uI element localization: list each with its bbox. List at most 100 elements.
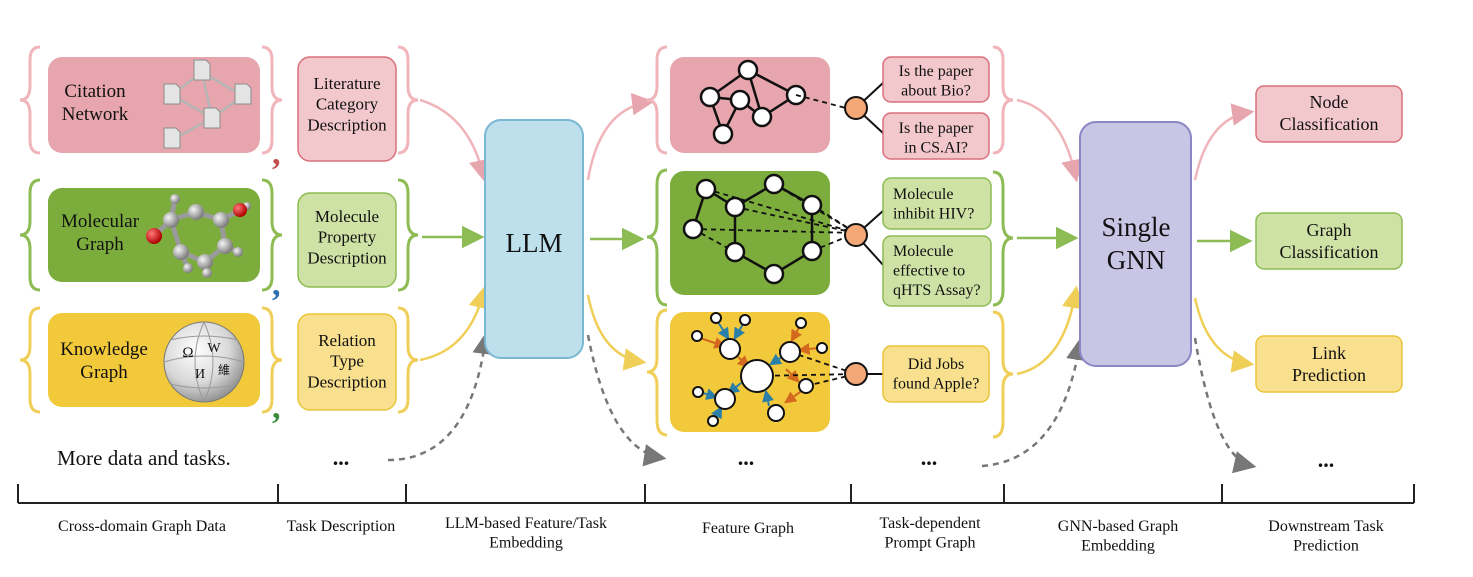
feature-graph-ellipsis: ...	[738, 445, 755, 470]
text-line: in CS.AI?	[904, 140, 968, 157]
text-line: LLM-based Feature/Task	[445, 515, 607, 532]
text-line: Classification	[1280, 242, 1379, 262]
arrow-gnn-to-more	[1193, 337, 1257, 474]
text-line: Downstream Task	[1268, 518, 1383, 535]
citation-fg-nodes	[699, 59, 807, 145]
brace-knowledge-left	[19, 306, 41, 414]
molecular-prompt-node	[844, 223, 868, 247]
brace-molecular-left	[19, 178, 41, 292]
prompt-cit-2-label: Is the paper in CS.AI?	[899, 120, 974, 157]
text-line: Description	[307, 248, 387, 267]
text-line: Knowledge	[60, 339, 148, 360]
text-line: Prediction	[1293, 538, 1359, 555]
prompt-mol-2	[882, 235, 992, 307]
text-line: Relation	[318, 331, 376, 350]
brace-citation-left	[19, 45, 41, 155]
text-line: Citation	[64, 81, 126, 102]
gnn-box	[1079, 121, 1192, 367]
arrow-more-prompt-to-gnn	[981, 337, 1089, 468]
text-line: Category	[316, 95, 379, 114]
llm-box	[484, 119, 584, 359]
arrow-cit-prompt-to-gnn	[1016, 98, 1084, 183]
text-line: Graph	[1307, 220, 1352, 240]
text-line: Is the paper	[899, 63, 974, 80]
text-line: Link	[1312, 343, 1346, 363]
graph-classification-box	[1255, 212, 1403, 270]
brace-prompt-citation	[992, 45, 1014, 155]
text-line: Graph	[80, 362, 128, 383]
brace-task-molecular	[397, 178, 419, 292]
wiki-glyph: И	[195, 367, 205, 382]
text-line: Graph	[76, 234, 124, 255]
molecular-fg-nodes	[682, 173, 823, 285]
arrow-llm-to-more-fg	[586, 334, 667, 467]
text-line: Molecule	[315, 207, 379, 226]
text-line: Task-dependent	[879, 515, 981, 532]
text-line: Single	[1101, 212, 1170, 242]
brace-molecular-right	[261, 178, 283, 292]
text-line: Prediction	[1292, 365, 1366, 385]
stage-labels: Cross-domain Graph Data Task Description…	[58, 515, 1384, 555]
text-line: Prompt Graph	[884, 535, 975, 552]
text-line: about Bio?	[901, 83, 971, 100]
arrow-kg-prompt-to-gnn	[1016, 285, 1085, 376]
text-line: Embedding	[489, 535, 563, 552]
text-line: Literature	[313, 74, 380, 93]
molecule-icon	[146, 194, 251, 278]
text-line: GNN-based Graph	[1058, 518, 1178, 535]
arrow-gnn-to-node-cls	[1193, 103, 1255, 181]
svg-text:,: ,	[272, 135, 281, 172]
arrow-more-to-llm	[387, 331, 495, 462]
prompt-ellipsis: ...	[921, 445, 938, 470]
text-line: inhibit HIV?	[893, 206, 974, 223]
prompt-cit-1-label: Is the paper about Bio?	[899, 63, 974, 100]
text-line: Cross-domain Graph Data	[58, 518, 226, 535]
citation-prompt-node	[844, 96, 868, 120]
node-classification-box	[1255, 85, 1403, 143]
stage-label: Feature Graph	[702, 520, 794, 537]
task-desc-knowledge	[297, 313, 397, 411]
stage-label: Task Description	[287, 518, 396, 535]
wiki-glyph: Ω	[182, 345, 193, 361]
arrow-gnn-to-link-pred	[1193, 297, 1255, 373]
text-line: Description	[307, 372, 387, 391]
arrow-llm-to-citation-fg	[586, 92, 655, 181]
text-line: Molecule	[893, 186, 953, 203]
llm-label: LLM	[506, 228, 563, 258]
text-line: Molecule	[893, 243, 953, 260]
brace-task-knowledge	[397, 306, 419, 414]
prompt-mol-1	[882, 177, 992, 230]
knowledge-prompt-node	[844, 362, 868, 386]
stage-label: Cross-domain Graph Data	[58, 518, 226, 535]
prompt-mol-1-label: Molecule inhibit HIV?	[893, 186, 974, 223]
wiki-glyph: 維	[218, 363, 230, 377]
text-line: Property	[318, 228, 377, 247]
brace-citation-right	[261, 45, 283, 155]
text-line: found Apple?	[893, 376, 980, 393]
prompt-cit-2	[882, 112, 990, 160]
prompt-cit-1	[882, 56, 990, 103]
task-desc-citation	[297, 56, 397, 162]
text-line: Is the paper	[899, 120, 974, 137]
task-desc-molecular	[297, 192, 397, 288]
text-line: Type	[330, 352, 364, 371]
prompt-kg-1	[882, 345, 990, 403]
text-line: Molecular	[61, 211, 140, 232]
feature-graph-column: ...	[646, 45, 857, 470]
